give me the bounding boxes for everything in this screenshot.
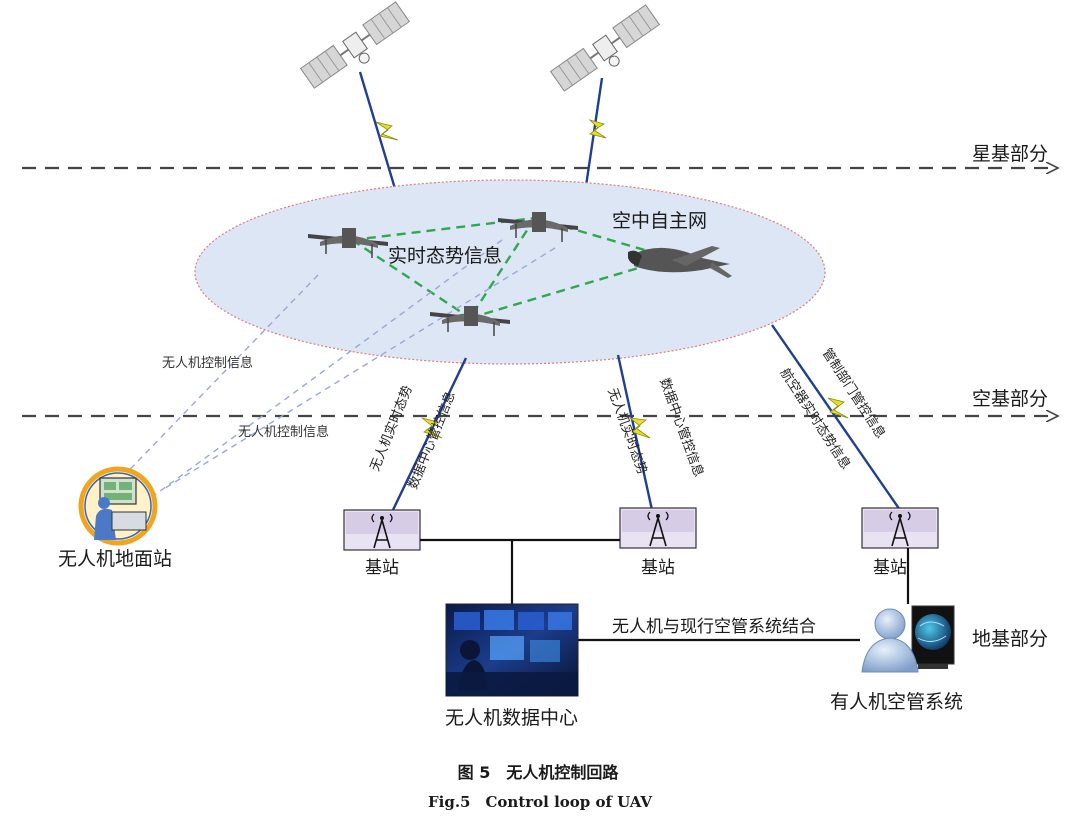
base-station-icon-2 — [619, 507, 697, 549]
base-station-icon-3 — [861, 507, 939, 549]
base-station-label-1: 基站 — [365, 558, 399, 578]
satellite-layer-label: 星基部分 — [972, 143, 1048, 165]
satellite-icon-1 — [299, 1, 411, 89]
global-hawk-uav-icon — [628, 246, 732, 278]
figure-caption-en: Fig.5 Control loop of UAV — [428, 793, 652, 811]
base-station-1-link — [390, 357, 468, 513]
bs1-downlink-label: 数据中心管控信息 — [405, 389, 459, 491]
gcs-control-link-2 — [147, 239, 503, 501]
lightning-icon — [375, 121, 399, 141]
ground-wires — [420, 538, 910, 642]
gcs-control-label-1: 无人机控制信息 — [162, 355, 253, 371]
gcs-control-label-2: 无人机控制信息 — [238, 424, 329, 440]
figure-caption-cn: 图 5 无人机控制回路 — [458, 763, 620, 782]
base-station-label-3: 基站 — [873, 558, 907, 578]
dc-atc-link-label: 无人机与现行空管系统结合 — [612, 617, 816, 637]
uav-icon-2 — [498, 212, 578, 242]
ground-layer-label: 地基部分 — [972, 628, 1048, 650]
satellite-link-1 — [358, 71, 398, 193]
bs1-uplink-label: 无人机实时态势 — [367, 383, 416, 473]
ground-station-icon — [78, 466, 158, 546]
lightning-icon — [588, 119, 607, 139]
ground-station-label: 无人机地面站 — [58, 548, 172, 570]
situation-info-label: 实时态势信息 — [388, 245, 502, 267]
lightning-icon — [628, 417, 651, 439]
uav-icon-1 — [308, 228, 388, 258]
uav-icon-3 — [430, 306, 510, 336]
satellite-icon-2 — [549, 4, 661, 92]
data-center-label: 无人机数据中心 — [445, 707, 578, 729]
bs2-uplink-label: 数据中心管控信息 — [656, 376, 707, 479]
data-center-image — [445, 603, 579, 697]
air-network-label: 空中自主网 — [612, 210, 707, 232]
lightning-icon — [421, 417, 443, 439]
manned-atc-icon — [861, 605, 955, 673]
manned-atc-label: 有人机空管系统 — [830, 691, 963, 713]
base-station-icon-1 — [343, 509, 421, 551]
air-layer-label: 空基部分 — [972, 388, 1048, 410]
base-station-3-link — [771, 324, 901, 511]
gcs-control-link-1 — [109, 274, 319, 491]
air-network-ellipse — [194, 179, 826, 365]
base-station-label-2: 基站 — [641, 558, 675, 578]
lightning-icon — [827, 397, 849, 419]
